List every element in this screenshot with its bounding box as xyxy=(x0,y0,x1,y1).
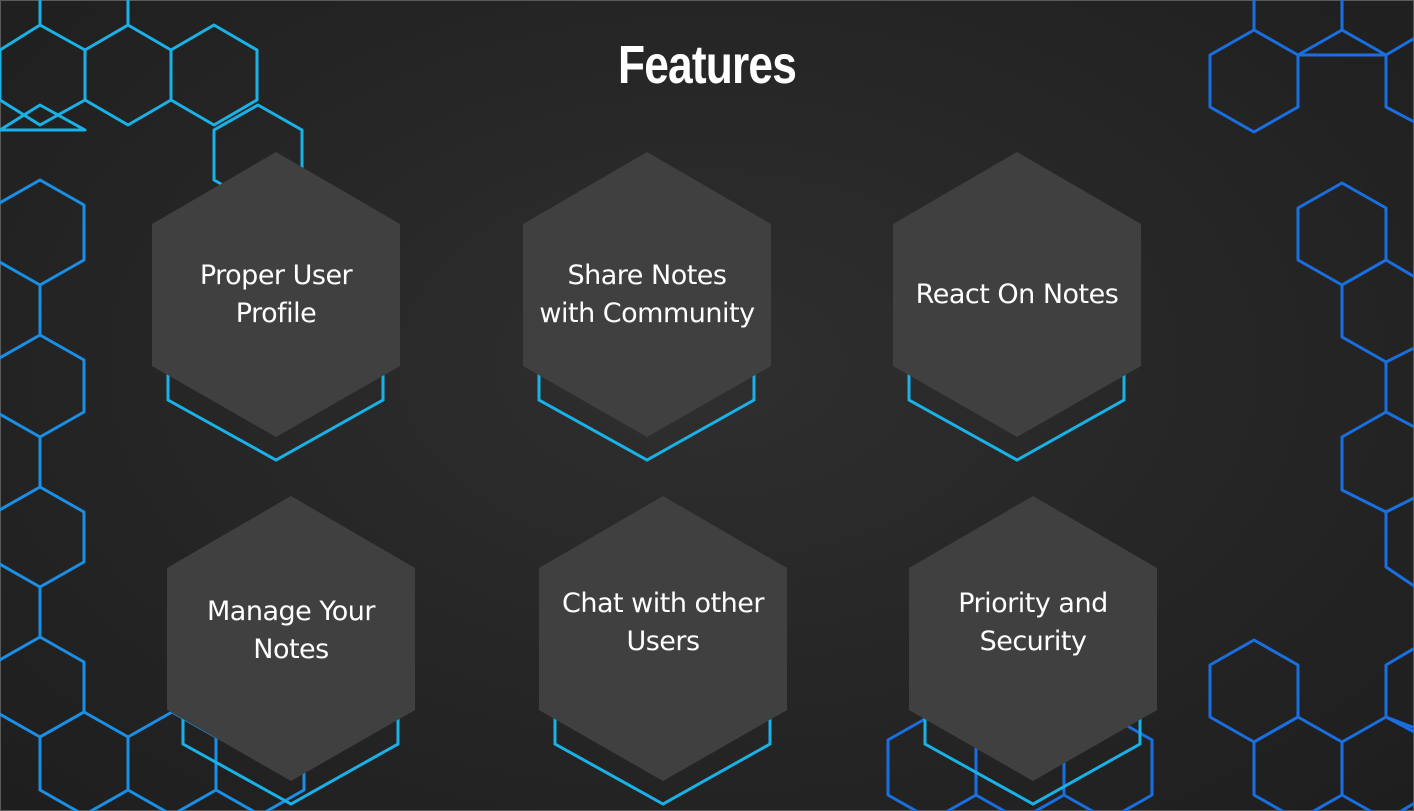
bg-hexagon xyxy=(1208,638,1300,744)
bg-hexagon xyxy=(1296,28,1388,57)
bg-hexagon xyxy=(0,485,86,589)
feature-label: React On Notes xyxy=(915,278,1119,310)
feature-label: Priority and Security xyxy=(958,587,1108,657)
bg-hexagon xyxy=(0,178,86,287)
feature-card-security: Priority and Security xyxy=(909,496,1157,806)
feature-label: Manage Your Notes xyxy=(207,595,375,665)
feature-label: Chat with other Users xyxy=(562,587,764,657)
bg-hexagon xyxy=(0,333,86,439)
feature-card-chat: Chat with other Users xyxy=(539,496,787,806)
hexagon-card-icon xyxy=(523,152,771,462)
feature-card-share-notes: Share Notes with Community xyxy=(523,152,771,462)
hexagon-card-icon xyxy=(539,496,787,806)
feature-card-react-notes: React On Notes xyxy=(893,152,1141,462)
bg-hexagon xyxy=(1340,715,1414,811)
bg-hexagon xyxy=(0,635,86,739)
bg-hexagon xyxy=(38,710,130,811)
bg-hexagon xyxy=(1252,715,1344,811)
hexagon-card-icon xyxy=(167,496,415,806)
bg-hexagon xyxy=(1340,410,1414,514)
bg-hexagon xyxy=(1296,181,1388,287)
hexagon-card-icon xyxy=(893,152,1141,462)
bg-hexagon xyxy=(0,103,87,132)
bg-hexagon xyxy=(1340,258,1414,364)
slide-title: Features xyxy=(617,35,797,95)
bg-hexagon xyxy=(1384,36,1414,124)
hexagon-card-icon xyxy=(152,152,400,462)
bg-hexagon xyxy=(1384,646,1414,730)
bg-hexagon xyxy=(0,23,87,127)
feature-label: Share Notes with Community xyxy=(539,259,755,329)
bg-hexagon xyxy=(1384,496,1414,588)
feature-label: Proper User Profile xyxy=(199,259,353,329)
feature-card-user-profile: Proper User Profile xyxy=(152,152,400,462)
feature-card-manage-notes: Manage Your Notes xyxy=(167,496,415,806)
bg-hexagon xyxy=(169,23,259,127)
hexagon-card-icon xyxy=(909,496,1157,806)
